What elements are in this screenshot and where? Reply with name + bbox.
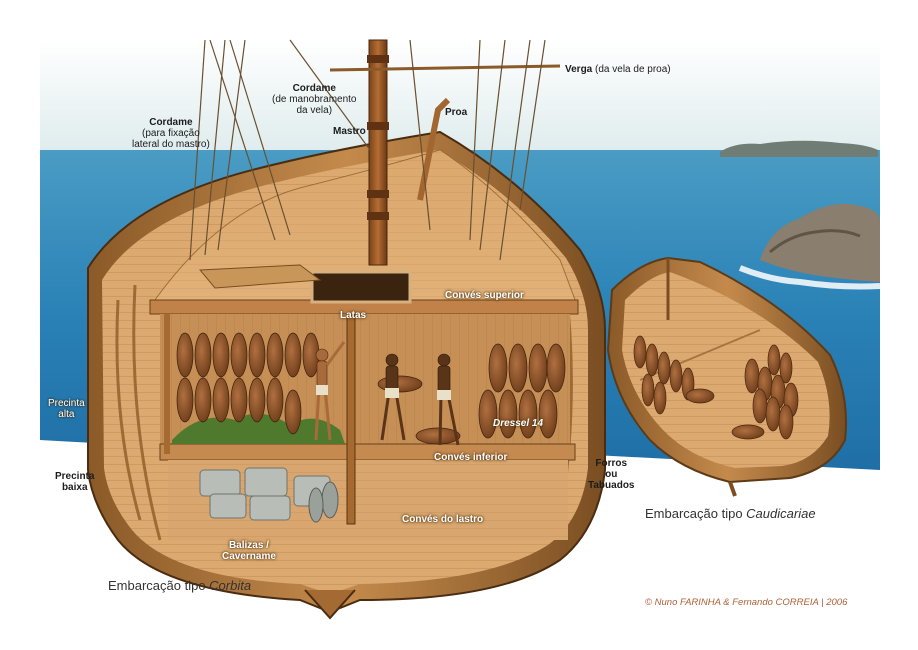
caption-corbita-prefix: Embarcação tipo <box>108 578 210 593</box>
label-mastro: Mastro <box>333 126 366 137</box>
label-verga: Verga (da vela de proa) <box>565 64 671 75</box>
label-forros-1: Forros <box>595 458 628 469</box>
label-conves-inferior: Convés inferior <box>434 452 508 463</box>
label-precinta-baixa: Precinta baixa <box>55 471 94 493</box>
label-precinta-alta: Precinta alta <box>48 398 85 420</box>
caudicariae-amphorae <box>633 335 799 440</box>
mast <box>368 39 388 266</box>
caption-caudicariae-prefix: Embarcação tipo <box>645 506 747 521</box>
sky <box>40 40 880 152</box>
caption-caudicariae: Embarcação tipo Caudicariae <box>645 506 816 521</box>
ballast-stones <box>199 467 331 521</box>
label-conves-lastro: Convés do lastro <box>402 514 484 525</box>
credit-line: © Nuno FARINHA & Fernando CORREIA | 2006 <box>645 597 848 608</box>
label-forros-2: ou <box>605 469 618 480</box>
label-balizas: Balizas / Cavername <box>222 540 276 562</box>
label-verga-rest: (da vela de proa) <box>595 64 671 75</box>
yard <box>329 64 561 72</box>
label-cordame-manobra-sub1: (de manobramento <box>272 94 357 105</box>
amphorae-right <box>377 343 566 445</box>
label-dressel: Dressel 14 <box>493 418 544 429</box>
caption-corbita-type: Corbita <box>209 578 252 593</box>
label-precinta-baixa-2: baixa <box>61 482 88 493</box>
label-cordame-fixacao-sub2: lateral do mastro) <box>132 139 210 150</box>
label-balizas-2: Cavername <box>222 551 276 562</box>
label-cordame-manobra: Cordame (de manobramento da vela) <box>272 83 357 116</box>
label-cordame-fixacao-title: Cordame <box>149 117 193 128</box>
label-precinta-alta-2: alta <box>58 409 75 420</box>
keel <box>304 589 356 620</box>
label-cordame-manobra-sub2: da vela) <box>296 105 333 116</box>
label-cordame-fixacao-sub1: (para fixação <box>142 128 200 139</box>
distant-island <box>720 140 878 157</box>
label-cordame-fixacao: Cordame (para fixação lateral do mastro) <box>132 117 210 150</box>
amphorae-left <box>176 332 320 435</box>
label-precinta-baixa-1: Precinta <box>55 471 95 482</box>
label-cordame-manobra-title: Cordame <box>292 83 336 94</box>
rocks <box>760 203 880 282</box>
label-proa: Proa <box>445 107 468 118</box>
rigging <box>189 39 546 261</box>
label-verga-bold: Verga <box>565 64 593 75</box>
caption-corbita: Embarcação tipo Corbita <box>108 578 251 593</box>
hatch <box>310 270 412 304</box>
label-balizas-1: Balizas / <box>228 540 269 551</box>
corbita-ship <box>87 39 606 620</box>
label-forros-3: Tabuados <box>588 480 635 491</box>
workers <box>314 341 460 446</box>
bow-post <box>417 97 451 201</box>
label-forros: Forros ou Tabuados <box>588 458 634 491</box>
label-conves-superior: Convés superior <box>445 290 524 301</box>
label-precinta-alta-1: Precinta <box>48 398 85 409</box>
caption-caudicariae-type: Caudicariae <box>746 506 816 521</box>
caudicariae-boat <box>606 256 847 497</box>
label-latas: Latas <box>340 310 367 321</box>
